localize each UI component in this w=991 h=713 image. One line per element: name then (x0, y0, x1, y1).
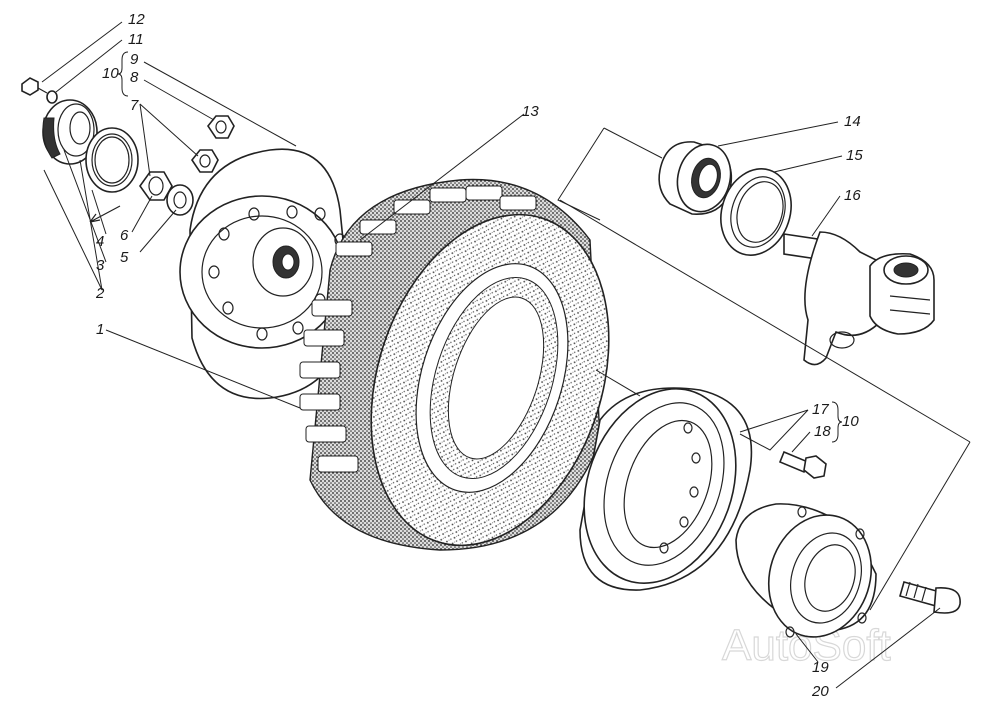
label-10b: 10 (842, 413, 859, 430)
leader-lines (41, 21, 971, 689)
part-13-tire (299, 178, 610, 551)
part-17-rim (579, 387, 753, 591)
part-4-cotter-pin (89, 205, 121, 223)
part-labels: 12 11 10 9 8 7 6 5 4 3 2 1 13 14 15 16 1… (95, 11, 863, 700)
part-19-hub-flange (735, 503, 877, 638)
part-11-washer (46, 90, 58, 104)
label-14: 14 (844, 113, 861, 130)
part-2-hub-cap (42, 99, 98, 165)
label-15: 15 (846, 147, 863, 164)
label-7: 7 (130, 97, 139, 114)
rim-bolt-holes (659, 422, 701, 554)
label-10: 10 (102, 65, 119, 82)
label-8: 8 (130, 69, 139, 86)
label-2: 2 (95, 285, 105, 302)
part-20-bolt (899, 581, 961, 614)
brace-10-bottom (831, 401, 843, 443)
label-17: 17 (812, 401, 829, 418)
brace-10-top (117, 51, 129, 97)
label-1: 1 (96, 321, 104, 338)
part-18-bolt (778, 450, 827, 479)
label-20: 20 (811, 683, 829, 700)
part-12-bolt (21, 77, 48, 96)
tire-tread-lugs (299, 185, 537, 473)
part-7-nut (191, 149, 219, 173)
label-9: 9 (130, 51, 139, 68)
label-3: 3 (96, 257, 105, 274)
label-5: 5 (120, 249, 129, 266)
part-8-nut (207, 115, 235, 139)
label-19: 19 (812, 659, 829, 676)
part-5-washer (166, 184, 194, 216)
part-14-bearing (658, 141, 733, 215)
label-11: 11 (128, 31, 144, 48)
part-16-steering-knuckle (783, 231, 935, 366)
label-6: 6 (120, 227, 129, 244)
part-15-seal (720, 168, 792, 256)
label-13: 13 (522, 103, 539, 120)
label-18: 18 (814, 423, 831, 440)
label-12: 12 (128, 11, 145, 28)
label-4: 4 (96, 233, 104, 250)
part-3-gasket (85, 127, 139, 193)
label-16: 16 (844, 187, 861, 204)
